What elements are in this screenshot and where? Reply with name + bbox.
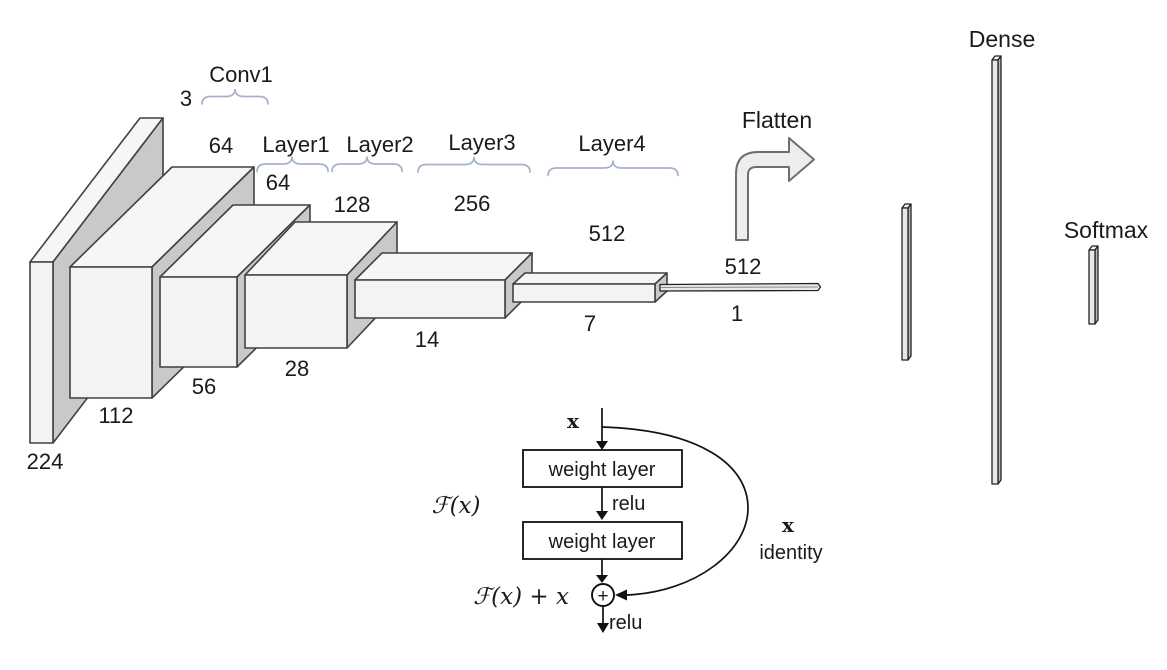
front-face [159,276,238,368]
sum-circle-icon [591,583,615,607]
top-face [354,252,533,281]
stage-braces [201,88,679,177]
softmax-layer-bar [1088,245,1099,325]
channels-label-512b: 512 [725,254,762,279]
channels-label-512a: 512 [589,221,626,246]
front-face [354,279,506,319]
vector-rod-shade [660,286,819,288]
layer2-brace [331,156,403,173]
residual-input-x-label: x [567,409,580,433]
size-label-7: 7 [584,311,596,336]
channels-label-3: 3 [180,86,192,111]
front-face [244,274,348,349]
size-label-1: 1 [731,301,743,326]
weight-layer-1-label: weight layer [548,459,656,481]
sum-plus-sign: + [597,586,608,607]
layer4-brace [547,160,679,177]
layer4-block-7x7x512 [512,272,668,303]
softmax-label: Softmax [1064,217,1149,243]
identity-skip-arrowhead [615,589,627,601]
identity-x-label: x [782,513,795,537]
weight-layer-2-label: weight layer [548,531,656,553]
front-face [901,207,909,361]
size-label-112: 112 [98,403,133,428]
size-label-56: 56 [192,374,216,399]
feature-blocks [29,117,822,444]
size-label-28: 28 [285,356,309,381]
layer3-brace [417,156,531,173]
front-face [29,261,54,444]
weight-layer-2-box [522,521,683,560]
layer1-brace [256,156,329,173]
input-arrowhead [596,441,608,450]
size-label-14: 14 [415,327,439,352]
channels-label-64b: 64 [266,170,290,195]
sum-in-arrowhead [596,575,608,583]
front-face [991,59,999,485]
layer3-block-14x14x256 [354,252,533,319]
mid-arrowhead [596,511,608,520]
channels-label-256: 256 [454,191,491,216]
residual-function-label: ℱ(x) [432,493,481,519]
stage-label-layer2: Layer2 [346,132,413,157]
stage-label-conv1: Conv1 [209,62,273,87]
stage-label-layer4: Layer4 [578,131,645,156]
dense-label: Dense [969,26,1035,52]
conv1-brace [201,88,269,105]
residual-sum-label: ℱ(x) + x [473,584,569,610]
channels-label-64a: 64 [209,133,233,158]
front-face [512,283,656,303]
stage-label-layer3: Layer3 [448,130,515,155]
relu-mid-label: relu [612,493,645,515]
flatten-label: Flatten [742,107,812,133]
size-label-224: 224 [27,449,64,474]
identity-label: identity [759,542,822,564]
flattened-vector-1x512 [659,282,822,292]
residual-block-inset: x weight layer relu ℱ(x) weight layer + … [432,408,823,634]
dense-input-vector-bar [901,203,912,361]
top-face [512,272,668,285]
relu-out-label: relu [609,612,642,634]
dense-layer-bar [991,55,1002,485]
identity-skip-curve [601,426,749,596]
flatten-arrow-icon [735,137,815,241]
channels-label-128: 128 [334,192,371,217]
stage-label-layer1: Layer1 [262,132,329,157]
front-face [69,266,153,399]
output-arrowhead [597,623,609,633]
front-face [1088,249,1096,325]
